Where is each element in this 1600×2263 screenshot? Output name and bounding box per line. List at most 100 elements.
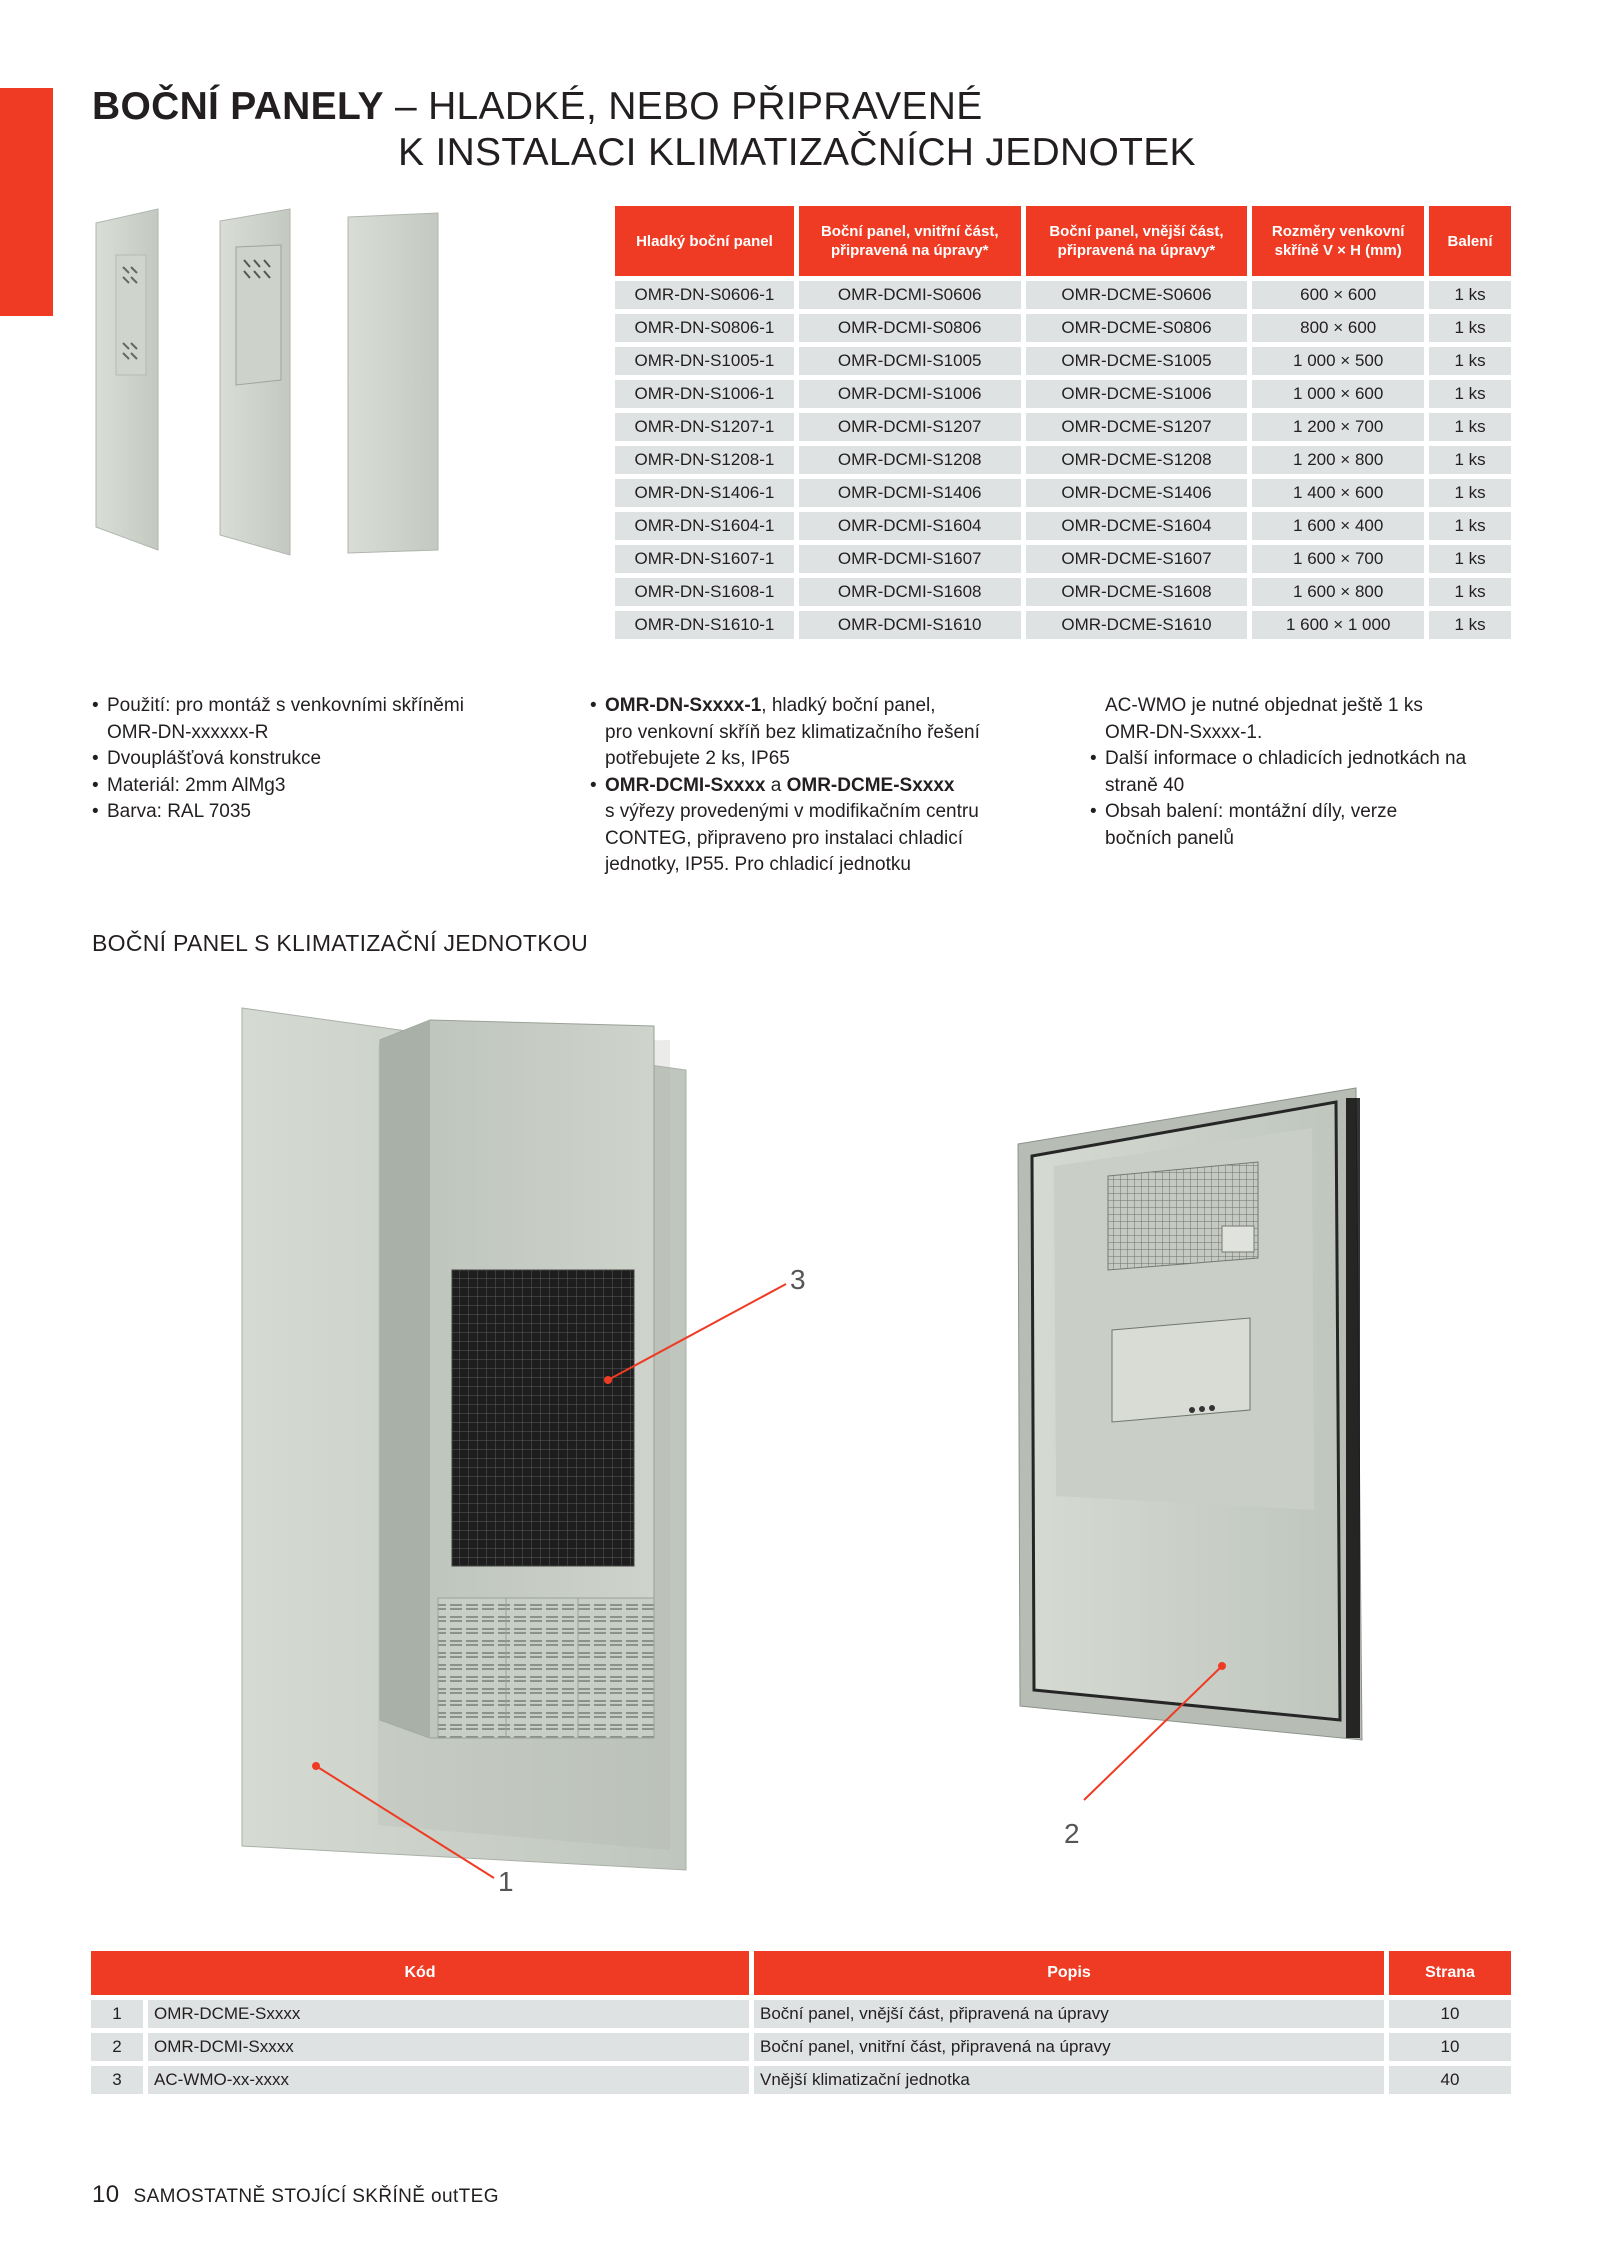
col-header-smooth: Hladký boční panel [615,206,794,276]
table-cell: 1 000 × 600 [1252,380,1425,408]
table-cell-desc: Vnější klimatizační jednotka [754,2066,1384,2094]
list-item: Další informace o chladicích jednotkách … [1090,746,1520,773]
table-cell: OMR-DCME-S1006 [1025,380,1248,408]
table-cell: OMR-DCMI-S1005 [798,347,1021,375]
table-cell: 1 400 × 600 [1252,479,1425,507]
table-cell: OMR-DN-S1610-1 [615,611,794,639]
list-item: Barva: RAL 7035 [92,799,522,826]
table-cell: OMR-DCMI-S1406 [798,479,1021,507]
table-cell: OMR-DCME-S0806 [1025,314,1248,342]
table-cell: OMR-DCMI-S1604 [798,512,1021,540]
col-header-outer: Boční panel, vnější část, připravená na … [1025,206,1248,276]
list-item: Obsah balení: montážní díly, verze [1090,799,1520,826]
table-cell: OMR-DN-S1006-1 [615,380,794,408]
table-cell: OMR-DCMI-S1208 [798,446,1021,474]
table-cell: OMR-DCMI-S0606 [798,281,1021,309]
list-item: Dvouplášťová konstrukce [92,746,522,773]
side-panels-thumbnail [95,208,439,556]
table-cell: OMR-DCMI-S1607 [798,545,1021,573]
table-cell: 600 × 600 [1252,281,1425,309]
table-cell: OMR-DN-S1207-1 [615,413,794,441]
table-cell: OMR-DN-S1208-1 [615,446,794,474]
table-cell: OMR-DCMI-S1207 [798,413,1021,441]
table-cell: OMR-DCME-S1005 [1025,347,1248,375]
table-cell: 1 ks [1429,380,1511,408]
table-cell: OMR-DCMI-S1608 [798,578,1021,606]
table-cell: OMR-DN-S1604-1 [615,512,794,540]
table-cell: 1 ks [1429,578,1511,606]
list-item: Použití: pro montáž s venkovními skříněm… [92,693,522,720]
table-cell: 800 × 600 [1252,314,1425,342]
table-cell: 1 ks [1429,611,1511,639]
panel-with-ac-unit-illustration [241,1007,1363,1879]
table-cell-num: 3 [91,2066,143,2094]
table-cell: OMR-DCMI-S1610 [798,611,1021,639]
table-cell: OMR-DN-S1406-1 [615,479,794,507]
parts-table-header: Kód Popis Strana [91,1951,1511,1995]
page-title: BOČNÍ PANELY – HLADKÉ, NEBO PŘIPRAVENÉ K… [92,84,1196,176]
spec-table-header: Hladký boční panel Boční panel, vnitřní … [615,206,1511,276]
title-line2: K INSTALACI KLIMATIZAČNÍCH JEDNOTEK [398,131,1196,174]
col-header-packaging: Balení [1429,206,1511,276]
col-header-dimensions: Rozměry venkovní skříně V × H (mm) [1252,206,1425,276]
table-cell-page: 40 [1389,2066,1511,2094]
bullets-col3: AC-WMO je nutné objednat ještě 1 ks OMR-… [1090,693,1520,852]
title-bold: BOČNÍ PANELY [92,85,384,128]
table-cell: 1 600 × 700 [1252,545,1425,573]
list-item: straně 40 [1105,774,1185,796]
table-cell: OMR-DN-S1607-1 [615,545,794,573]
table-cell: 1 ks [1429,347,1511,375]
table-cell: OMR-DCME-S1608 [1025,578,1248,606]
table-cell: OMR-DCME-S1604 [1025,512,1248,540]
col-header-inner: Boční panel, vnitřní část, připravená na… [798,206,1021,276]
footer-text: SAMOSTATNĚ STOJÍCÍ SKŘÍNĚ outTEG [133,2186,499,2207]
table-cell: 1 600 × 400 [1252,512,1425,540]
table-cell-desc: Boční panel, vnější část, připravená na … [754,2000,1384,2028]
text: , hladký boční panel, [761,695,936,716]
table-cell: OMR-DCME-S1406 [1025,479,1248,507]
list-item: jednotky, IP55. Pro chladicí jednotku [605,854,911,875]
table-cell: 1 ks [1429,512,1511,540]
bullets-col2: OMR-DN-Sxxxx-1, hladký boční panel, pro … [590,693,1030,879]
accent-bar [0,88,53,316]
table-cell-desc: Boční panel, vnitřní část, připravená na… [754,2033,1384,2061]
table-cell: 1 600 × 1 000 [1252,611,1425,639]
list-item: OMR-DCMI-Sxxxx a OMR-DCME-Sxxxx [590,773,1030,800]
list-item: OMR-DN-Sxxxx-1. [1105,721,1263,743]
bullets-col1: Použití: pro montáž s venkovními skříněm… [92,693,522,826]
table-cell: OMR-DN-S1608-1 [615,578,794,606]
table-cell: 1 ks [1429,479,1511,507]
table-cell: 1 200 × 700 [1252,413,1425,441]
callout-2: 2 [1064,1818,1080,1849]
code-dn: OMR-DN-Sxxxx-1 [605,695,762,716]
list-item: bočních panelů [1105,827,1234,849]
callout-leaders [312,1283,1226,1879]
table-cell: OMR-DCME-S0606 [1025,281,1248,309]
table-cell-code: AC-WMO-xx-xxxx [148,2066,749,2094]
list-item: s výřezy provedenými v modifikačním cent… [605,801,979,822]
list-item: potřebujete 2 ks, IP65 [605,748,790,769]
table-cell: OMR-DN-S0806-1 [615,314,794,342]
table-cell-page: 10 [1389,2000,1511,2028]
callout-3: 3 [790,1264,806,1295]
title-rest: – HLADKÉ, NEBO PŘIPRAVENÉ [383,85,983,128]
table-cell: OMR-DCME-S1208 [1025,446,1248,474]
table-cell: OMR-DN-S1005-1 [615,347,794,375]
table-cell: OMR-DCME-S1610 [1025,611,1248,639]
table-cell-num: 1 [91,2000,143,2028]
table-cell: OMR-DCME-S1607 [1025,545,1248,573]
